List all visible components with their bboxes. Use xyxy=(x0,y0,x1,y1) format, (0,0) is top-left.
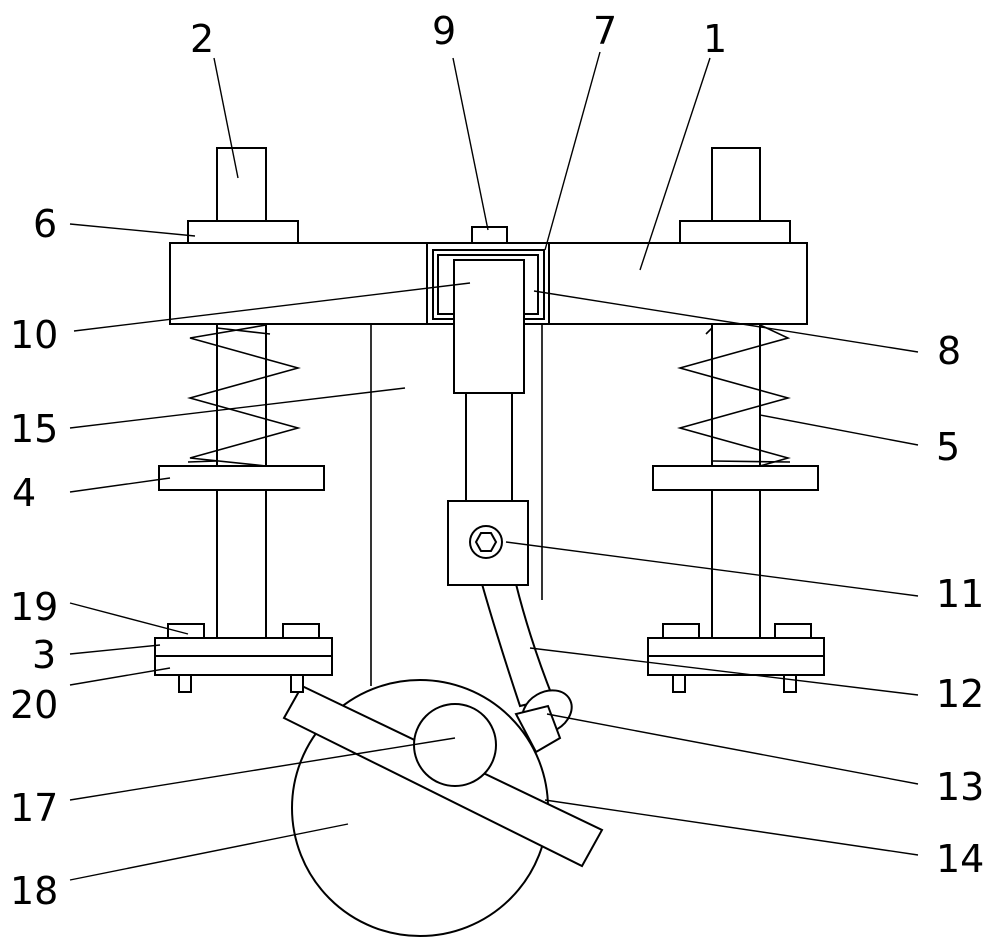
rod-2-left-top xyxy=(216,147,267,223)
spring-seat-right xyxy=(652,465,819,491)
label-1: 1 xyxy=(703,17,727,61)
leader-lines xyxy=(69,51,919,881)
label-17: 17 xyxy=(10,786,58,830)
label-15: 15 xyxy=(10,407,58,451)
base-plate-left xyxy=(154,623,333,693)
label-19: 19 xyxy=(10,585,58,629)
label-20: 20 xyxy=(10,683,58,727)
label-8: 8 xyxy=(937,329,961,373)
label-7: 7 xyxy=(593,9,617,53)
label-2: 2 xyxy=(190,17,214,61)
spring-left xyxy=(187,324,301,467)
label-13: 13 xyxy=(936,765,984,809)
label-9: 9 xyxy=(432,9,456,53)
rod-right-top xyxy=(711,147,761,223)
bolt-11-hex xyxy=(474,532,498,552)
nut-6-left xyxy=(187,220,299,244)
label-14: 14 xyxy=(936,837,984,881)
label-12: 12 xyxy=(936,672,984,716)
connecting-rod xyxy=(465,392,513,502)
label-10: 10 xyxy=(10,313,58,357)
bolt-9 xyxy=(471,226,508,244)
axle-17 xyxy=(413,703,497,787)
label-4: 4 xyxy=(12,471,36,515)
curved-link-12 xyxy=(480,583,555,708)
label-11: 11 xyxy=(936,572,984,616)
joint-13-connector xyxy=(514,704,562,754)
label-6: 6 xyxy=(33,202,57,246)
spring-seat-4-left xyxy=(158,465,325,491)
spring-5-right xyxy=(677,324,791,467)
nut-right xyxy=(679,220,791,244)
label-3: 3 xyxy=(32,633,56,677)
slider-10 xyxy=(453,259,525,394)
base-plate-right xyxy=(647,623,825,693)
label-18: 18 xyxy=(10,869,58,913)
label-5: 5 xyxy=(936,425,960,469)
